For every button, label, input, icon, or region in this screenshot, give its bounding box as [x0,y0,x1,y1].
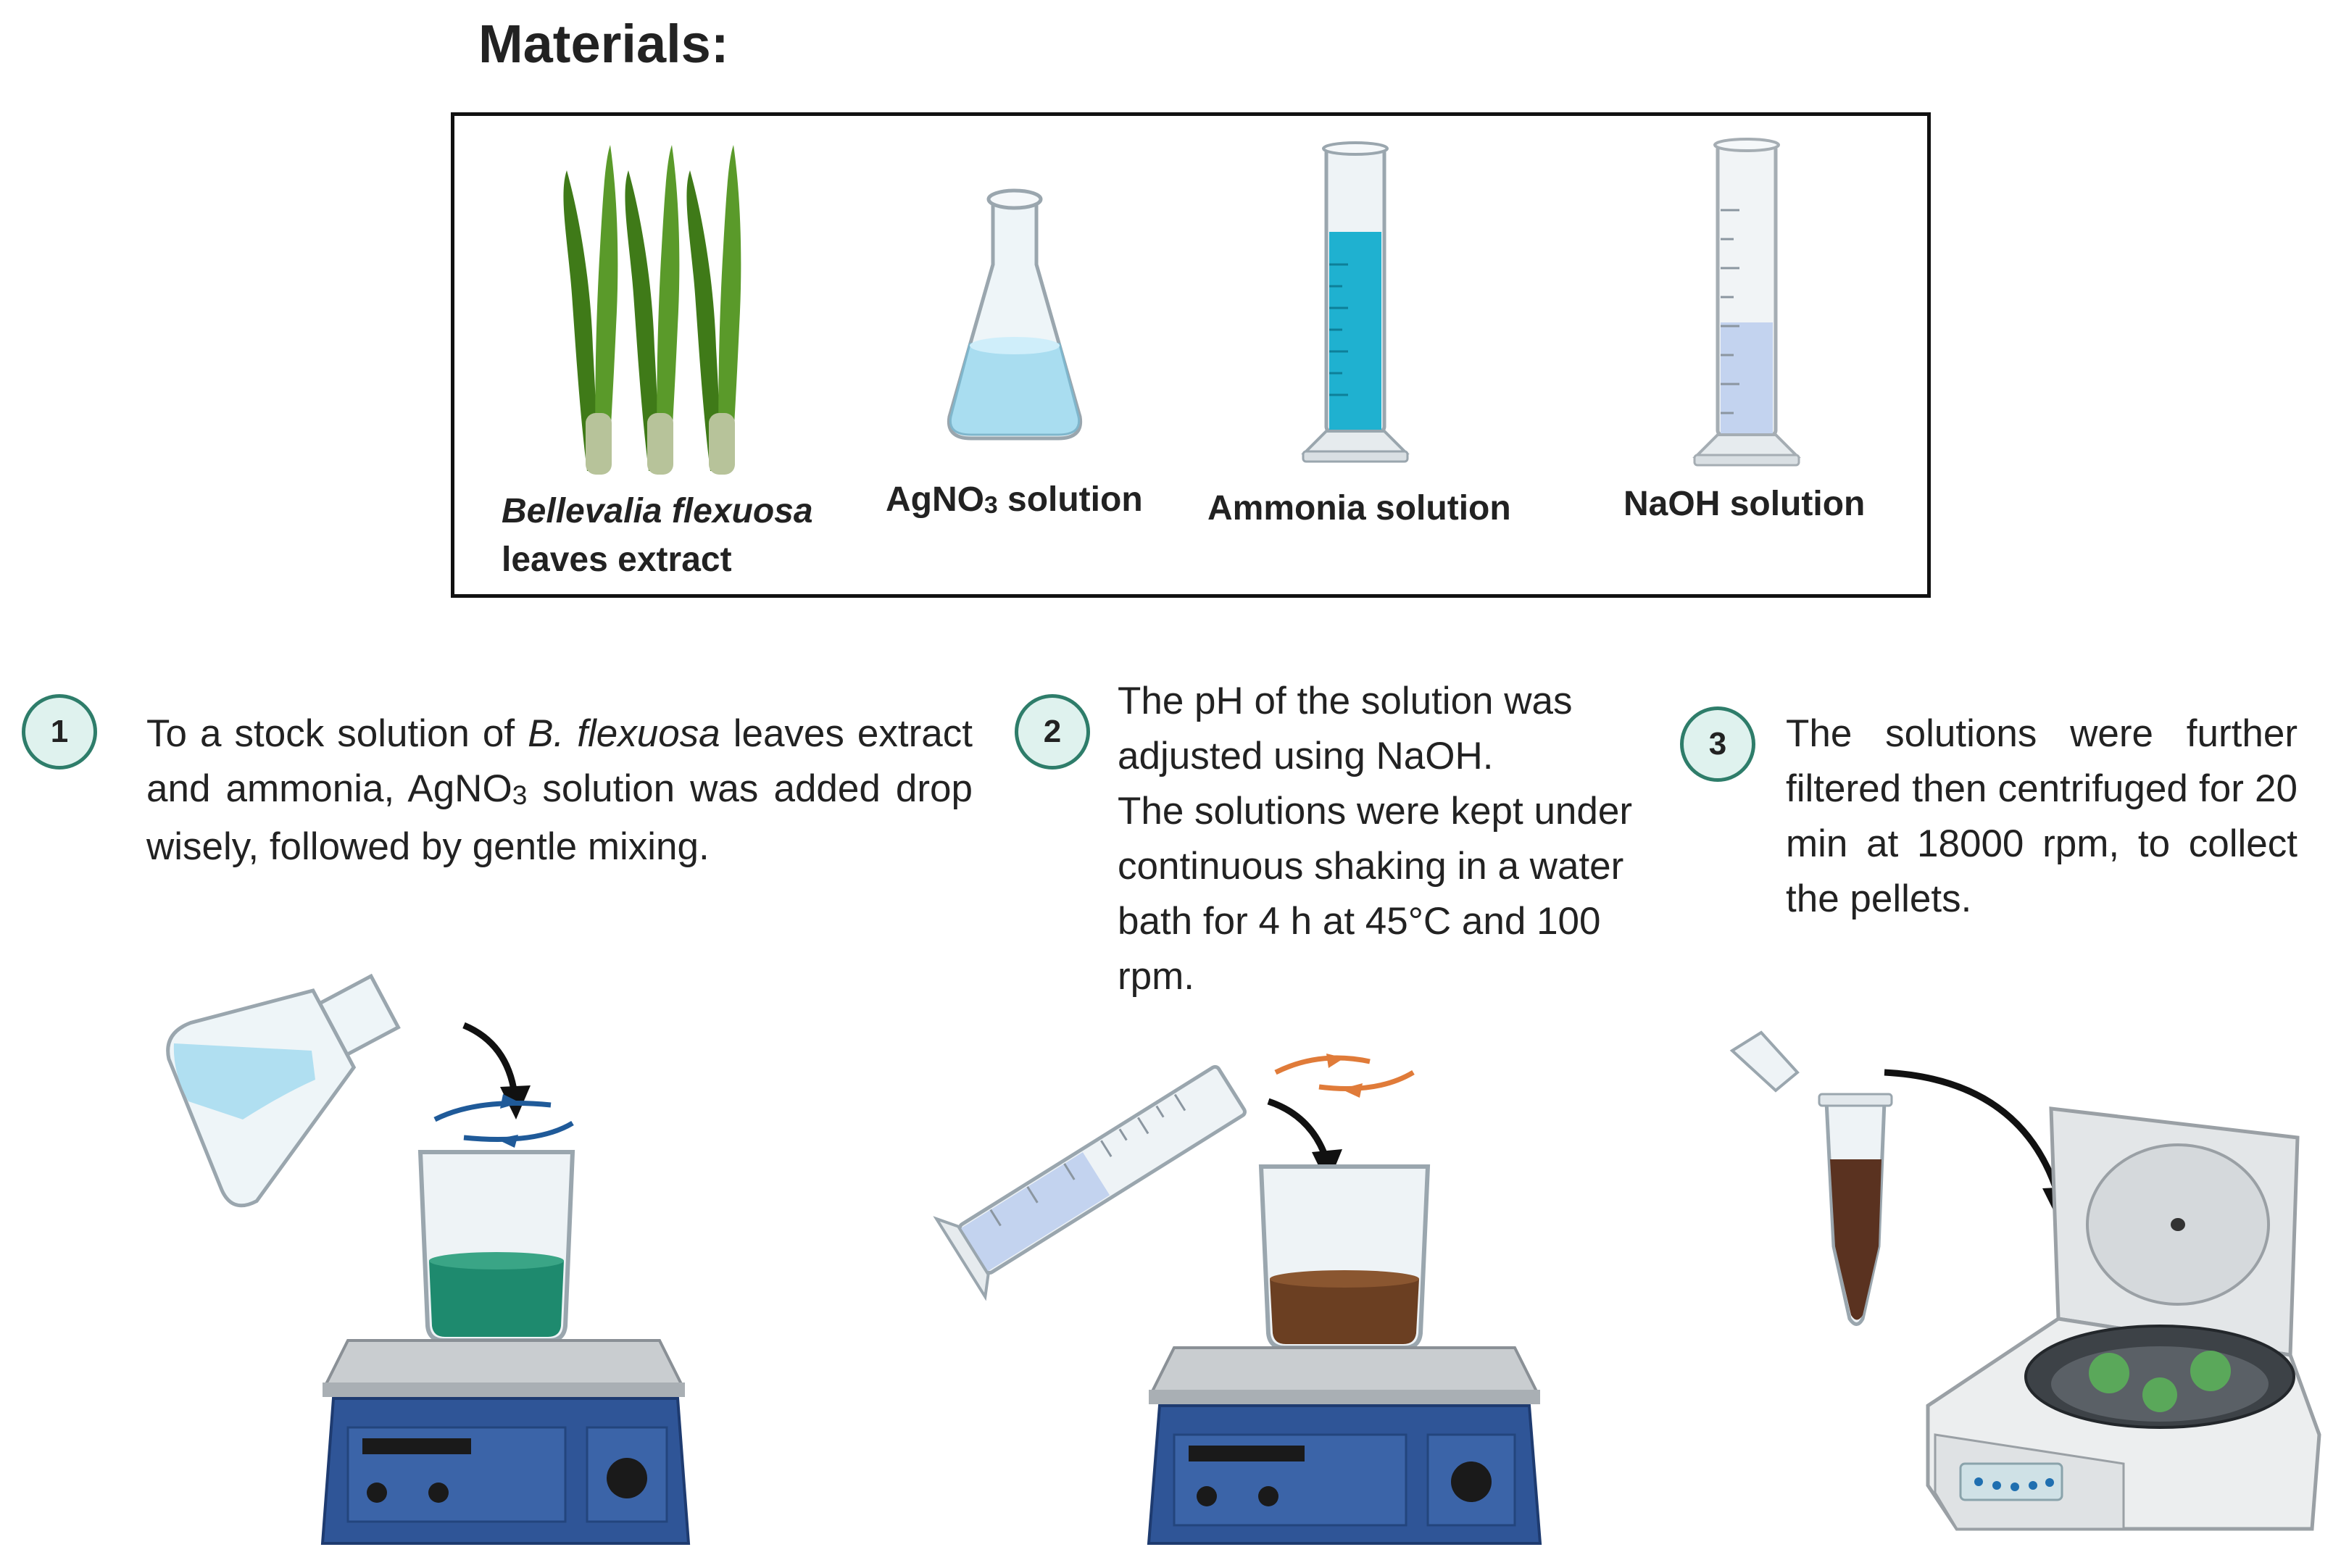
agno3-subscript: 3 [984,492,998,520]
step-2-text: The pH of the solution was adjusted usin… [1118,674,1654,1004]
step-1-badge: 1 [22,694,97,770]
naoh-cylinder-icon [1692,138,1801,467]
species-name: Bellevalia flexuosa [502,492,813,530]
step-1-text-a: To a stock solution of [146,712,528,755]
material-label-naoh: NaOH solution [1623,485,1866,523]
material-label-leaves-rest: leaves extract [502,541,732,580]
step-1-subscript: 3 [512,779,528,810]
material-label-leaves-extract: Bellevalia flexuosa leaves extract [502,487,813,584]
step-1-species: B. flexuosa [528,712,720,755]
step-1-illustration [166,973,691,1545]
step-1-text-c: solution was added drop wisely, followed… [146,767,973,868]
material-label-ammonia: Ammonia solution [1207,489,1511,527]
materials-box [451,112,1931,598]
step-3-text: The solutions were further filtered then… [1786,712,2298,920]
step-2-paragraph-1: The pH of the solution was adjusted usin… [1118,680,1573,777]
step-3-illustration [1729,1030,2321,1531]
ammonia-cylinder-icon [1301,141,1410,463]
materials-title: Materials: [478,14,729,74]
agno3-formula: AgNO [886,480,984,519]
erlenmeyer-flask-icon [947,188,1083,441]
step-3-badge: 3 [1680,706,1755,782]
step-1-text: To a stock solution of B. flexuosa leave… [146,706,973,875]
step-2-badge: 2 [1015,694,1090,770]
agno3-suffix: solution [997,480,1143,519]
material-label-agno3: AgNO3 solution [886,475,1143,524]
step-2-illustration [933,1054,1542,1545]
step-1-text-b: leaves extract and ammonia, AgNO [146,712,973,810]
step-2-paragraph-2: The solutions were kept under continuous… [1118,790,1633,998]
leaves-icon [563,145,741,475]
